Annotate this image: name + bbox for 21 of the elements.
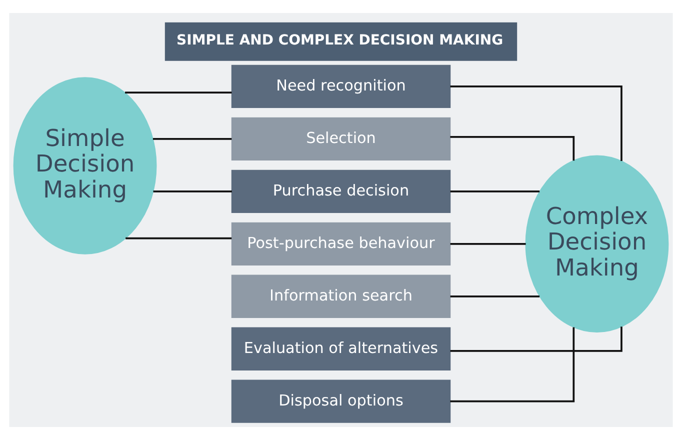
node-ellipse: Simple Decision Making <box>12 77 156 254</box>
node-box: Evaluation of alternatives <box>230 327 450 370</box>
connector <box>124 92 232 94</box>
node-box: Disposal options <box>230 380 450 423</box>
connector <box>125 237 232 240</box>
connector <box>152 138 232 140</box>
connector <box>450 86 622 162</box>
connector <box>450 295 540 298</box>
node-box: Need recognition <box>230 64 450 108</box>
node-box: Selection <box>230 117 450 161</box>
connector <box>450 242 526 245</box>
connector <box>450 136 574 161</box>
node-box: Post-purchase behaviour <box>230 222 450 266</box>
connector <box>450 190 540 192</box>
node-box: Information search <box>230 274 450 318</box>
connector <box>450 327 574 402</box>
diagram-title: SIMPLE AND COMPLEX DECISION MAKING <box>176 32 503 49</box>
node-ellipse: Complex Decision Making <box>524 155 668 333</box>
connector <box>450 326 622 352</box>
node-box: Purchase decision <box>230 170 450 213</box>
connector <box>152 190 232 192</box>
